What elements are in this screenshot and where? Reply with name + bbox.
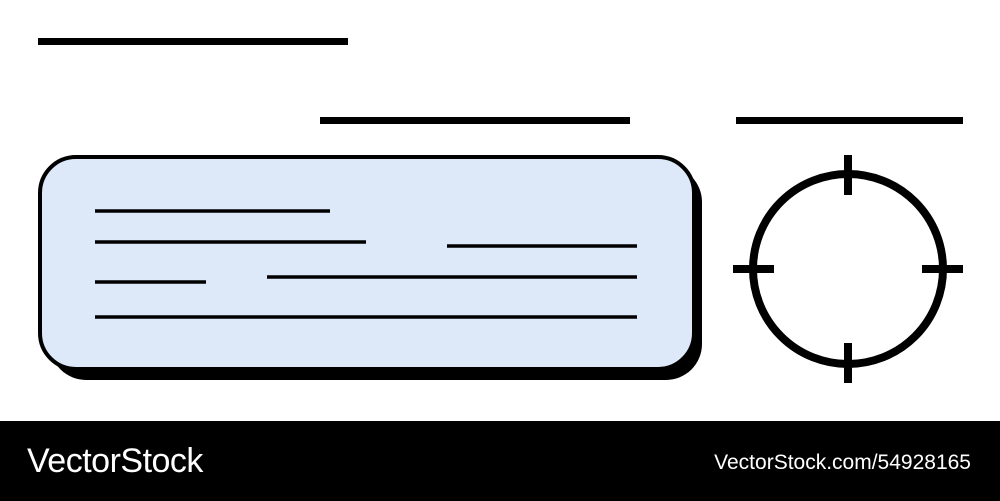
- brand-logo-text: VectorStock: [27, 442, 203, 480]
- card-heading-line: [320, 117, 630, 124]
- crosshair-icon: [733, 155, 963, 383]
- target-heading-line: [736, 117, 963, 124]
- watermark-footer: VectorStock VectorStock.com/54928165: [0, 421, 1000, 501]
- header-title-line: [38, 38, 348, 45]
- illustration-art: [38, 155, 963, 383]
- message-card: [38, 155, 696, 371]
- image-id-text: VectorStock.com/54928165: [714, 451, 971, 474]
- card-text-lines: [95, 209, 637, 319]
- crosshair-ring: [749, 170, 947, 368]
